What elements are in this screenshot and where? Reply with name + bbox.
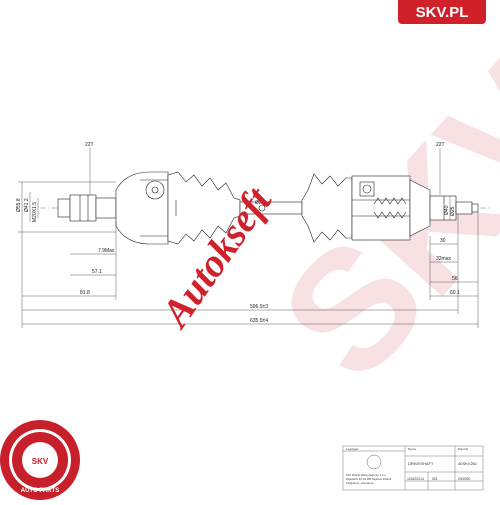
seal-center-text: SKV — [32, 457, 49, 466]
label-dia-left-1: Ø55.8 — [16, 198, 22, 212]
quality-seal: SKV AUTO PARTS — [0, 420, 80, 500]
tb-company-line-2: Pojezierze 63, 62-060 Stęszew, Poland — [346, 477, 392, 481]
tb-hdr-company: Logotype — [346, 447, 359, 451]
left-boot — [167, 171, 241, 245]
tb-company-line-1: SKV Poland Motoryzacja Sp. z o.o. — [346, 473, 387, 477]
label-dia-left-3: M20X1.5 — [32, 202, 38, 222]
label-56: 56 — [452, 276, 458, 282]
tb-part-no: 40SKV261 — [458, 461, 478, 466]
label-mid-mark: Ø26 — [255, 200, 265, 206]
seal-bottom-text: AUTO PARTS — [21, 488, 59, 494]
title-block — [342, 445, 484, 491]
label-60: 60.1 — [450, 290, 460, 296]
tb-hdr-name: Name — [408, 447, 416, 451]
label-57-1: 57.1 — [92, 269, 102, 275]
tb-rev: 001 — [432, 477, 438, 481]
dimension-labels: 22T 22T Ø55.8 Ø41.2 M20X1.5 Ø40 Ø25 Ø26 … — [16, 142, 460, 324]
tb-company-line-3: info@skv.pl, www.skv.pl — [346, 481, 374, 485]
label-596: 596.5±3 — [250, 304, 268, 310]
label-81-8: 81.8 — [80, 290, 90, 296]
label-32: 32max — [436, 256, 452, 262]
label-spline-left: 22T — [85, 142, 94, 148]
tb-date: 20/2020 — [458, 477, 470, 481]
skv-logo-badge[interactable]: SKV.PL — [398, 0, 486, 24]
left-stub-shaft — [57, 194, 117, 222]
tb-ref-no: 1154Z0214 — [407, 477, 424, 481]
label-dia-left-2: Ø41.2 — [24, 198, 30, 212]
left-cv-joint — [115, 171, 169, 245]
label-dia-right-1: Ø40 — [444, 205, 450, 215]
right-inner-joint — [351, 175, 431, 241]
label-7-9: 7.9Max — [98, 248, 115, 254]
tb-name: DRIVESHAFT — [408, 461, 434, 466]
title-block-text: Logotype Name Part No SKV Poland Motoryz… — [346, 447, 478, 485]
label-dia-right-2: Ø25 — [450, 206, 456, 216]
label-635: 635.5±4 — [250, 318, 268, 324]
label-spline-right: 22T — [436, 142, 445, 148]
label-30: 30 — [440, 238, 446, 244]
dimension-lines — [18, 148, 479, 328]
tb-hdr-part: Part No — [458, 447, 469, 451]
right-stub-shaft — [429, 195, 479, 221]
